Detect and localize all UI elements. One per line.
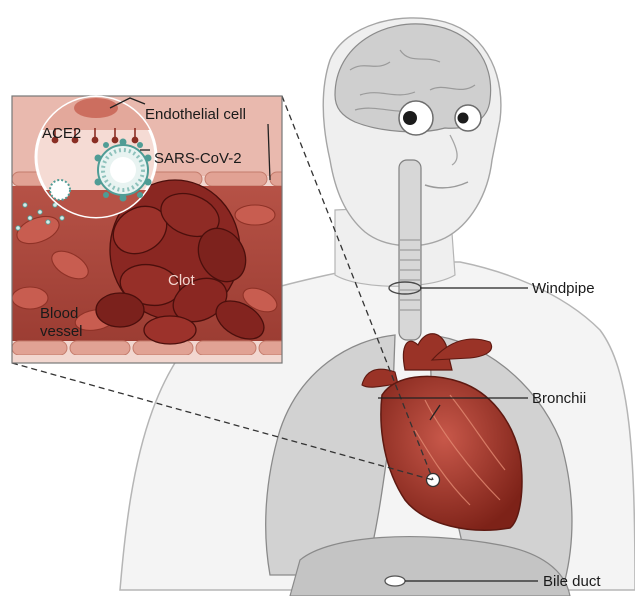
label-bronchii: Bronchii	[532, 390, 586, 407]
label-sars-cov-2: SARS-CoV-2	[154, 150, 242, 167]
label-clot: Clot	[168, 272, 196, 289]
label-windpipe: Windpipe	[532, 280, 595, 297]
label-ace2: ACE2	[42, 125, 81, 142]
label-endothelial-cell: Endothelial cell	[145, 106, 246, 123]
small-virus-icon	[50, 180, 70, 200]
label-blood-vessel-line2: vessel	[40, 323, 83, 340]
label-bile-duct: Bile duct	[543, 573, 601, 590]
label-blood-vessel-line1: Blood	[40, 305, 78, 322]
bile-duct	[385, 576, 405, 586]
